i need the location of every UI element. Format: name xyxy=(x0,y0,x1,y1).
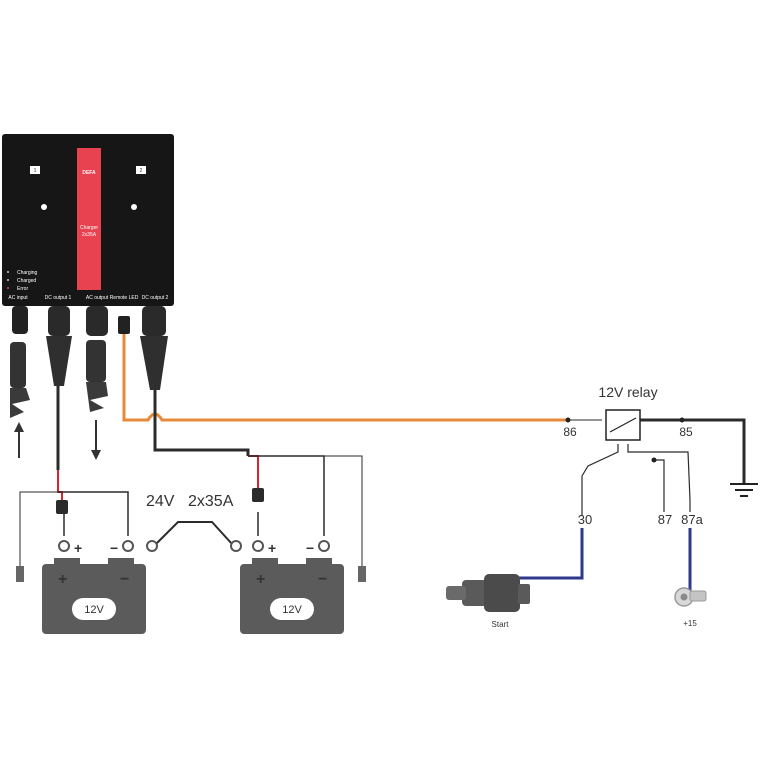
slot-1-label: 1 xyxy=(34,168,37,174)
ac-input-connector xyxy=(12,306,28,334)
indicator-led-1 xyxy=(41,204,47,210)
charger-product-line2: 2x35A xyxy=(82,232,97,238)
battery-1-post-plus xyxy=(54,558,80,566)
legend-error: Error xyxy=(17,286,28,292)
b1-terminal-minus-mark: − xyxy=(110,540,118,556)
b2-terminal-plus-mark: + xyxy=(268,540,276,556)
relay: 12V relay 86 85 30 87 87a xyxy=(563,384,703,527)
battery1-red-wire xyxy=(57,470,63,502)
battery-2: + − 12V xyxy=(240,558,344,634)
legend-dot-charged xyxy=(7,279,9,281)
terminal-bridge-left xyxy=(146,540,158,552)
indicator-led-2 xyxy=(131,204,137,210)
relay-pin-87a: 87a xyxy=(681,512,703,527)
battery-2-label: 12V xyxy=(282,604,302,616)
fuse-2 xyxy=(252,488,264,502)
b1-terminal-plus-mark: + xyxy=(74,540,82,556)
slot-2-badge xyxy=(136,166,146,174)
battery-1-label-pill xyxy=(72,598,116,620)
port-label-dc-output-2: DC output 2 xyxy=(142,295,169,301)
ground-wire xyxy=(640,418,746,484)
charger-product-line1: Charger xyxy=(80,225,98,231)
fuse-1 xyxy=(56,500,68,514)
dc-output-1-plug xyxy=(46,336,72,386)
battery-2-post-plus xyxy=(252,558,278,566)
relay-30-lead xyxy=(581,444,619,516)
ac-output-plug xyxy=(86,340,106,382)
relay-pin-87: 87 xyxy=(658,512,672,527)
ignition-label: +15 xyxy=(683,619,697,628)
port-label-dc-output-1: DC output 1 xyxy=(45,295,72,301)
terminal-b1-minus xyxy=(122,540,134,552)
relay-coil-mark xyxy=(609,417,637,433)
legend-charging: Charging xyxy=(17,270,38,276)
sense-probe-1 xyxy=(16,566,24,582)
relay-title: 12V relay xyxy=(598,384,657,400)
battery-1-post-minus xyxy=(108,558,134,566)
port-label-ac-input: AC input xyxy=(8,295,28,301)
legend-dot-charging xyxy=(7,271,9,273)
relay-87a-lead xyxy=(627,444,691,512)
charger-brand: DEFA xyxy=(82,170,96,176)
battery1-black-lead xyxy=(58,491,129,536)
ac-input-plug xyxy=(10,342,26,388)
battery-2-minus-sign: − xyxy=(318,571,327,588)
battery-1-label: 12V xyxy=(84,604,104,616)
blue-wire-start xyxy=(512,528,584,580)
arrow-up-icon xyxy=(14,422,24,432)
battery-1-plus-sign: + xyxy=(58,571,67,588)
starter-motor-icon xyxy=(446,574,530,612)
terminal-b2-plus xyxy=(252,540,264,552)
battery-1-minus-sign: − xyxy=(120,571,129,588)
terminal-bridge-right xyxy=(230,540,242,552)
relay-87-node xyxy=(651,457,657,463)
relay-85-node xyxy=(679,417,685,423)
battery-1: + − 12V xyxy=(42,558,146,634)
battery-2-post-minus xyxy=(306,558,332,566)
sense-probe-2 xyxy=(358,566,366,582)
series-current-label: 2x35A xyxy=(188,493,234,510)
battery1-sense-lead xyxy=(19,491,58,568)
relay-87-lead xyxy=(652,459,665,512)
arrow-down-icon xyxy=(91,450,101,460)
slot-2-label: 2 xyxy=(140,168,143,174)
battery-2-plus-sign: + xyxy=(256,571,265,588)
terminal-b2-minus xyxy=(318,540,330,552)
relay-pin-30: 30 xyxy=(578,512,592,527)
slot-1-badge xyxy=(30,166,40,174)
wires xyxy=(19,334,746,592)
ring-terminals xyxy=(58,540,330,552)
ground-icon xyxy=(730,483,758,497)
dc-output-2-plug xyxy=(140,336,168,390)
charger-stripe xyxy=(77,148,101,290)
relay-pin-86: 86 xyxy=(563,425,577,439)
port-label-ac-output: AC output xyxy=(86,295,109,301)
dc-output-2-connector xyxy=(142,306,166,336)
ignition-key-icon xyxy=(674,587,707,607)
plugs xyxy=(10,336,168,460)
legend-dot-error xyxy=(7,287,9,289)
remote-led-connector xyxy=(118,316,130,334)
battery2-sense-lead xyxy=(248,455,363,568)
dc2-main-cable xyxy=(153,390,250,456)
series-bridge-cable xyxy=(155,521,233,545)
b2-terminal-minus-mark: − xyxy=(306,540,314,556)
relay-86-node xyxy=(565,417,571,423)
dc-output-1-connector xyxy=(48,306,70,336)
series-voltage-label: 24V xyxy=(146,493,175,510)
legend-charged: Charged xyxy=(17,278,36,284)
ac-output-connector xyxy=(86,306,108,336)
start-label: Start xyxy=(492,620,510,629)
relay-pin-85: 85 xyxy=(679,425,693,439)
battery-2-label-pill xyxy=(270,598,314,620)
ac-input-cable-end xyxy=(10,388,30,418)
charger-unit: DEFA Charger 2x35A 1 2 Charging Charged … xyxy=(2,134,174,336)
port-label-remote-led: Remote LED xyxy=(110,295,139,301)
ac-output-cable-end xyxy=(86,382,108,412)
orange-wire xyxy=(122,334,568,422)
terminal-b1-plus xyxy=(58,540,70,552)
